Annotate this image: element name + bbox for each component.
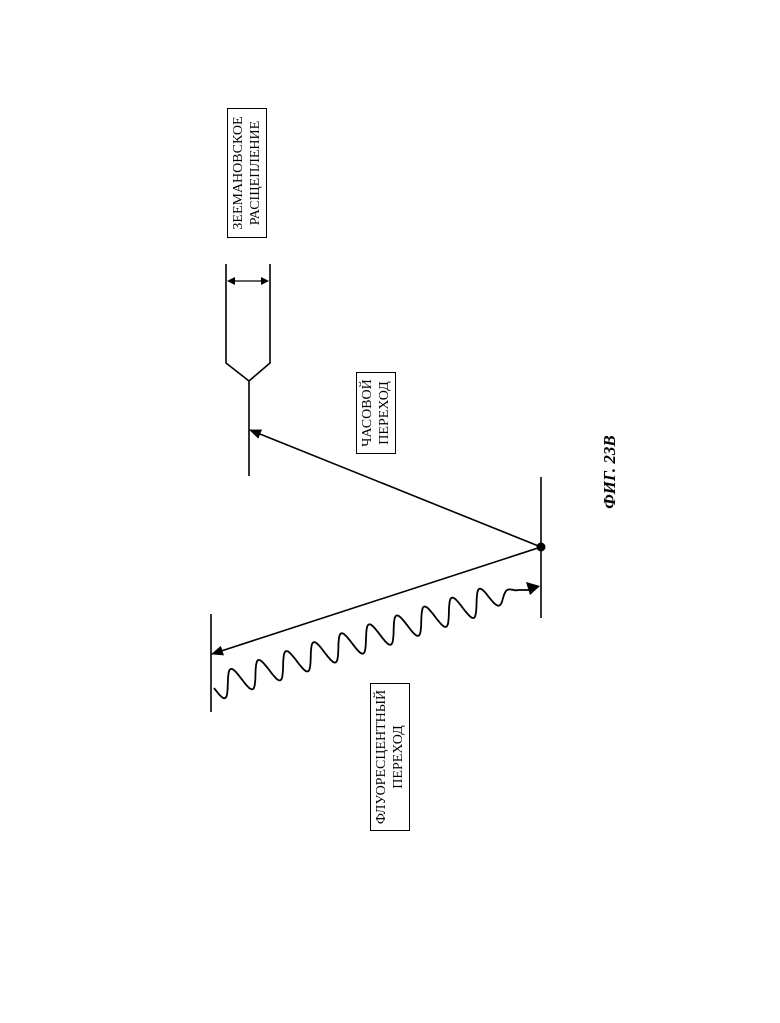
zeeman-label-line-1: ЗЕЕМАНОВСКОЕ: [230, 114, 247, 232]
fluorescent-emission-wave: [214, 589, 530, 699]
zeeman-arrow-right-head: [261, 277, 269, 285]
clock-label-line-1: ЧАСОВОЙ: [359, 378, 376, 448]
clock-label-line-2: ПЕРЕХОД: [376, 378, 393, 448]
zeeman-label-line-2: РАСЩЕПЛЕНИЕ: [247, 114, 264, 232]
fluorescent-transition-label: ФЛУОРЕСЦЕНТНЫЙ ПЕРЕХОД: [370, 683, 410, 831]
figure-caption: ФИГ. 23В: [600, 427, 620, 517]
emission-wave-arrowhead: [526, 582, 540, 595]
zeeman-splitting-label: ЗЕЕМАНОВСКОЕ РАСЩЕПЛЕНИЕ: [227, 108, 267, 238]
clock-transition-label: ЧАСОВОЙ ПЕРЕХОД: [356, 372, 396, 454]
fluorescent-label-line-1: ФЛУОРЕСЦЕНТНЫЙ: [373, 689, 390, 825]
clock-level-line: [226, 264, 249, 476]
fluorescent-label-line-2: ПЕРЕХОД: [390, 689, 407, 825]
zeeman-arrow-left-head: [227, 277, 235, 285]
